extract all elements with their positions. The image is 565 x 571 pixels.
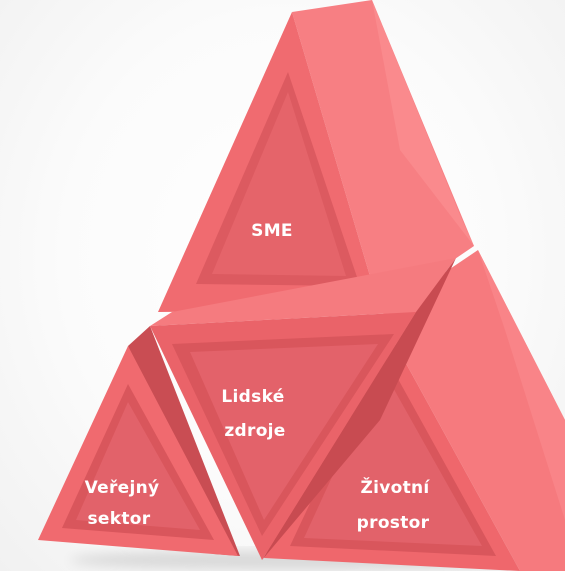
piece-top-label-1: SME [251,221,293,241]
piece-center-inner [190,344,378,520]
piece-top: SME [158,0,474,312]
piece-left-inner [76,402,200,530]
piece-center-label-1: Lidské [221,387,284,407]
piece-center-label-2: zdroje [224,421,285,441]
piece-left-side [128,326,240,556]
piece-center-side [262,258,456,560]
piece-right-inner [304,368,482,546]
piece-left-label-2: sektor [88,509,151,529]
piece-top-side [292,0,474,310]
piece-left: Veřejný sektor [38,326,240,556]
piece-center: Lidské zdroje [150,258,456,560]
piece-left-label-1: Veřejný [85,478,160,498]
piece-right: Životní prostor [264,250,565,571]
piece-top-inner [212,92,346,276]
piece-center-top [150,258,456,326]
piece-right-label-1: Životní [360,476,430,498]
piece-right-label-2: prostor [357,513,430,533]
